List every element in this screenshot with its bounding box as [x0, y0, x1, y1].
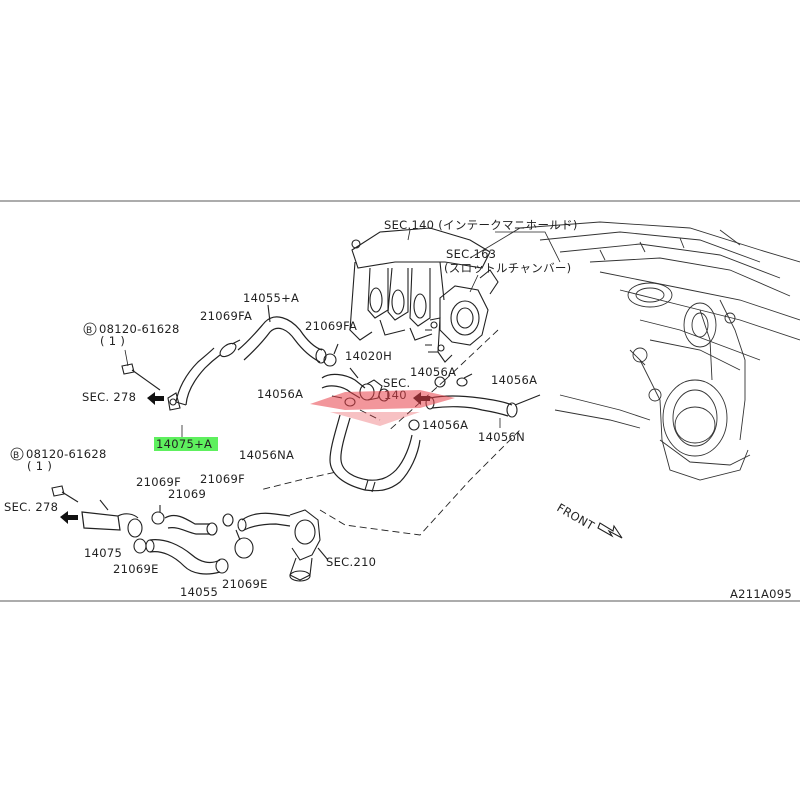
label-14075a[interactable]: 14075+A: [156, 437, 212, 451]
label-front: FRONT: [555, 500, 598, 533]
leader-sec140: [407, 229, 411, 241]
highlight-14075a: [154, 437, 218, 451]
hose-to-thermostat: [237, 512, 291, 532]
hose-14075a: [167, 347, 221, 411]
label-bolt-1: 08120-61628: [99, 322, 180, 336]
label-21069f-1: 21069F: [136, 475, 181, 489]
bolt-lower: [51, 485, 79, 503]
label-14055a: 14055+A: [243, 291, 299, 305]
label-sec278-1: SEC. 278: [82, 390, 136, 404]
label-14056a-2: 14056A: [410, 365, 456, 379]
hose-14055: [145, 539, 229, 575]
label-21069: 21069: [168, 487, 206, 501]
dash-left: [259, 469, 346, 491]
leader-sec140-right: [495, 231, 561, 263]
clamp-21069e-1: [133, 538, 147, 554]
hose-21069: [164, 514, 218, 536]
label-14056a-4: 14056A: [422, 418, 468, 432]
label-bolt-2-qty: ( 1 ): [27, 459, 52, 473]
label-sec163: SEC.163: [446, 247, 496, 261]
label-bolt-1-qty: ( 1 ): [100, 334, 125, 348]
throttle-chamber: [425, 269, 499, 363]
bolt-upper: [121, 363, 161, 391]
label-sec210: SEC.210: [326, 555, 376, 569]
bolt-b-icon: B: [83, 322, 97, 336]
leader-bolt-1: [124, 349, 129, 367]
diagram-code: A211A095: [730, 587, 792, 601]
dash-throttle: [444, 329, 499, 381]
label-sec140: SEC.140 (インテークマニホールド): [384, 218, 578, 232]
label-21069e-1: 21069E: [113, 562, 159, 576]
bolt-b-icon: B: [10, 447, 24, 461]
label-14056a-3: 14056A: [491, 373, 537, 387]
clamp-21069fa-1: [219, 339, 241, 358]
hose-14075: [81, 499, 143, 538]
label-21069f-2: 21069F: [200, 472, 245, 486]
bolt-b-letter: B: [86, 326, 92, 336]
dash-right: [319, 429, 521, 536]
label-14056na: 14056NA: [239, 448, 294, 462]
label-14055: 14055: [180, 585, 218, 599]
hose-14056na: [329, 414, 421, 493]
label-14075: 14075: [84, 546, 122, 560]
clamp-14056a-lower: [408, 419, 420, 431]
arrow-left-icon: [60, 511, 78, 524]
label-bolt-2: 08120-61628: [26, 447, 107, 461]
label-21069fa-2: 21069FA: [305, 319, 357, 333]
label-14020h: 14020H: [345, 349, 392, 363]
clamp-21069e-2: [234, 529, 254, 559]
label-14056a-1: 14056A: [257, 387, 303, 401]
label-sec278-2: SEC. 278: [4, 500, 58, 514]
thermostat-housing: [289, 509, 329, 582]
clamp-21069fa-2: [323, 343, 339, 367]
engine-block: [469, 221, 800, 481]
watermark: [310, 390, 455, 426]
clamp-14056a-right: [434, 373, 473, 388]
clamp-21069f-2: [222, 513, 234, 527]
leader-sec163: [469, 274, 479, 293]
label-14056n: 14056N: [478, 430, 525, 444]
dash-short: [359, 409, 381, 421]
label-sec163-sub: (スロットルチャンバー): [444, 261, 571, 275]
bolt-b-letter-2: B: [13, 451, 19, 461]
label-21069fa-1: 21069FA: [200, 309, 252, 323]
label-21069e-2: 21069E: [222, 577, 268, 591]
label-sec140b-1: SEC.: [383, 376, 410, 390]
hose-14055a: [237, 304, 327, 364]
front-arrow-icon: [597, 522, 623, 539]
clamp-21069f-1: [151, 505, 165, 525]
intake-manifold: [349, 227, 491, 341]
arrow-left-icon: [147, 392, 164, 405]
